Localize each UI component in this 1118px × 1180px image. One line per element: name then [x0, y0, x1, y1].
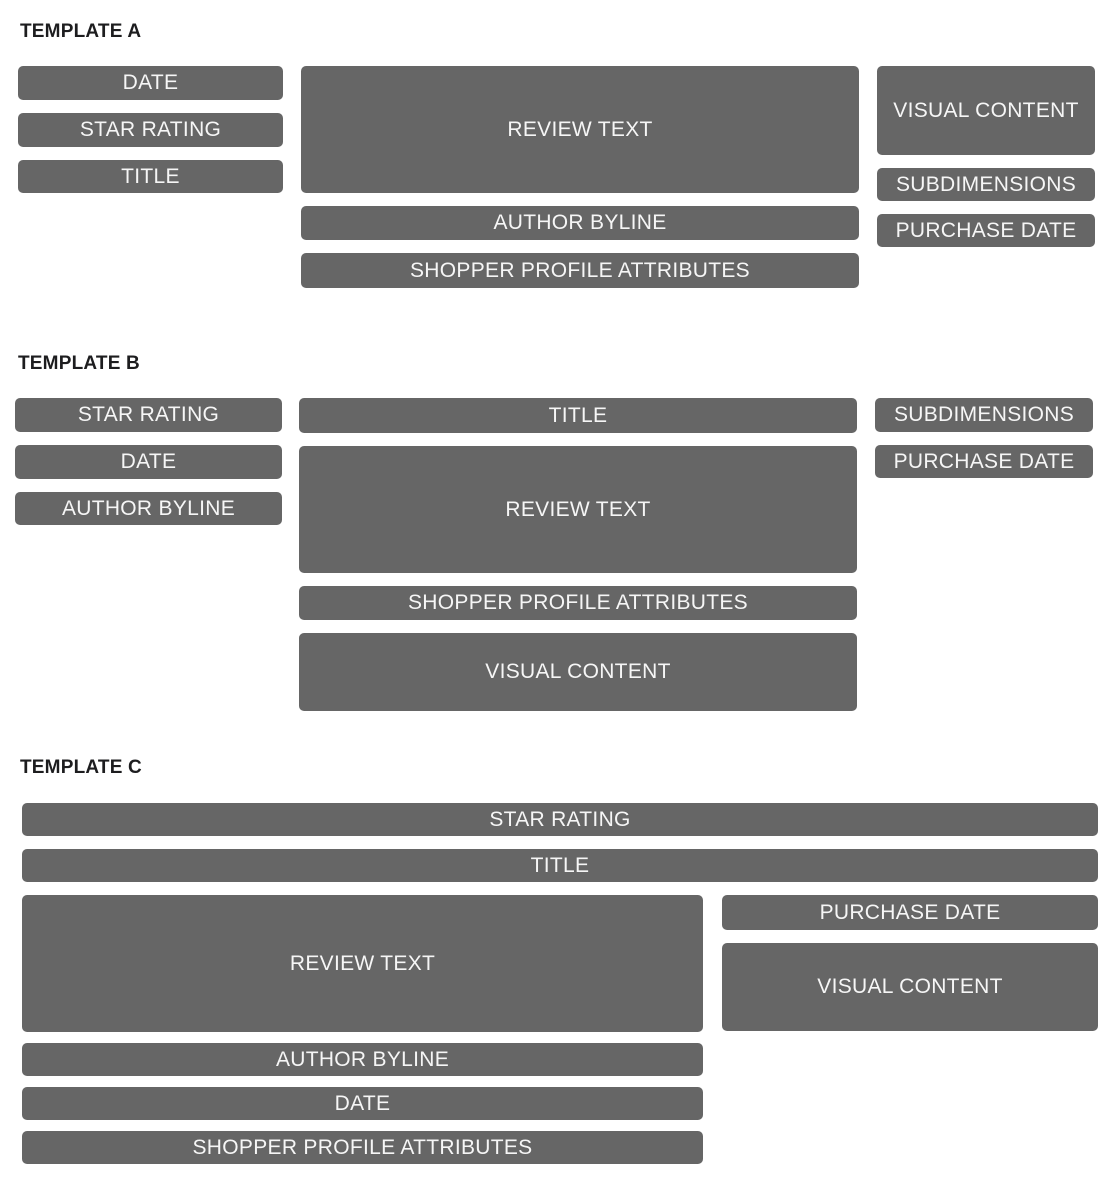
template-b-star-rating-box: STAR RATING: [15, 398, 282, 432]
template-b-review-text-box: REVIEW TEXT: [299, 446, 857, 573]
template-c-left-column: REVIEW TEXT AUTHOR BYLINE DATE SHOPPER P…: [22, 895, 703, 1164]
template-c-heading: TEMPLATE C: [20, 757, 142, 778]
template-b-left-column: STAR RATING DATE AUTHOR BYLINE: [15, 398, 282, 525]
template-b-middle-column: TITLE REVIEW TEXT SHOPPER PROFILE ATTRIB…: [299, 398, 857, 711]
template-b-author-byline-box: AUTHOR BYLINE: [15, 492, 282, 525]
template-c-shopper-profile-attributes-box: SHOPPER PROFILE ATTRIBUTES: [22, 1131, 703, 1164]
template-a-date-box: DATE: [18, 66, 283, 100]
template-c-right-column: PURCHASE DATE VISUAL CONTENT: [722, 895, 1098, 1031]
template-b-visual-content-box: VISUAL CONTENT: [299, 633, 857, 711]
template-c-review-text-box: REVIEW TEXT: [22, 895, 703, 1032]
template-a-title-box: TITLE: [18, 160, 283, 193]
template-c-purchase-date-box: PURCHASE DATE: [722, 895, 1098, 930]
template-c-star-rating-box: STAR RATING: [22, 803, 1098, 836]
template-c-fullwidth-column: STAR RATING TITLE: [22, 803, 1098, 882]
template-a-visual-content-box: VISUAL CONTENT: [877, 66, 1095, 155]
template-a-right-column: VISUAL CONTENT SUBDIMENSIONS PURCHASE DA…: [877, 66, 1095, 247]
template-a-author-byline-box: AUTHOR BYLINE: [301, 206, 859, 240]
template-a-heading: TEMPLATE A: [20, 21, 142, 42]
template-a-review-text-box: REVIEW TEXT: [301, 66, 859, 193]
template-c-visual-content-box: VISUAL CONTENT: [722, 943, 1098, 1031]
template-c-title-box: TITLE: [22, 849, 1098, 882]
template-b-shopper-profile-attributes-box: SHOPPER PROFILE ATTRIBUTES: [299, 586, 857, 620]
template-a-purchase-date-box: PURCHASE DATE: [877, 214, 1095, 247]
template-b-purchase-date-box: PURCHASE DATE: [875, 445, 1093, 478]
template-b-subdimensions-box: SUBDIMENSIONS: [875, 398, 1093, 432]
template-c-date-box: DATE: [22, 1087, 703, 1120]
template-b-heading: TEMPLATE B: [18, 353, 140, 374]
template-c-author-byline-box: AUTHOR BYLINE: [22, 1043, 703, 1076]
template-a-left-column: DATE STAR RATING TITLE: [18, 66, 283, 193]
template-b-title-box: TITLE: [299, 398, 857, 433]
template-a-subdimensions-box: SUBDIMENSIONS: [877, 168, 1095, 201]
template-a-star-rating-box: STAR RATING: [18, 113, 283, 147]
template-a-shopper-profile-attributes-box: SHOPPER PROFILE ATTRIBUTES: [301, 253, 859, 288]
template-b-right-column: SUBDIMENSIONS PURCHASE DATE: [875, 398, 1093, 478]
template-a-middle-column: REVIEW TEXT AUTHOR BYLINE SHOPPER PROFIL…: [301, 66, 859, 288]
template-b-date-box: DATE: [15, 445, 282, 479]
